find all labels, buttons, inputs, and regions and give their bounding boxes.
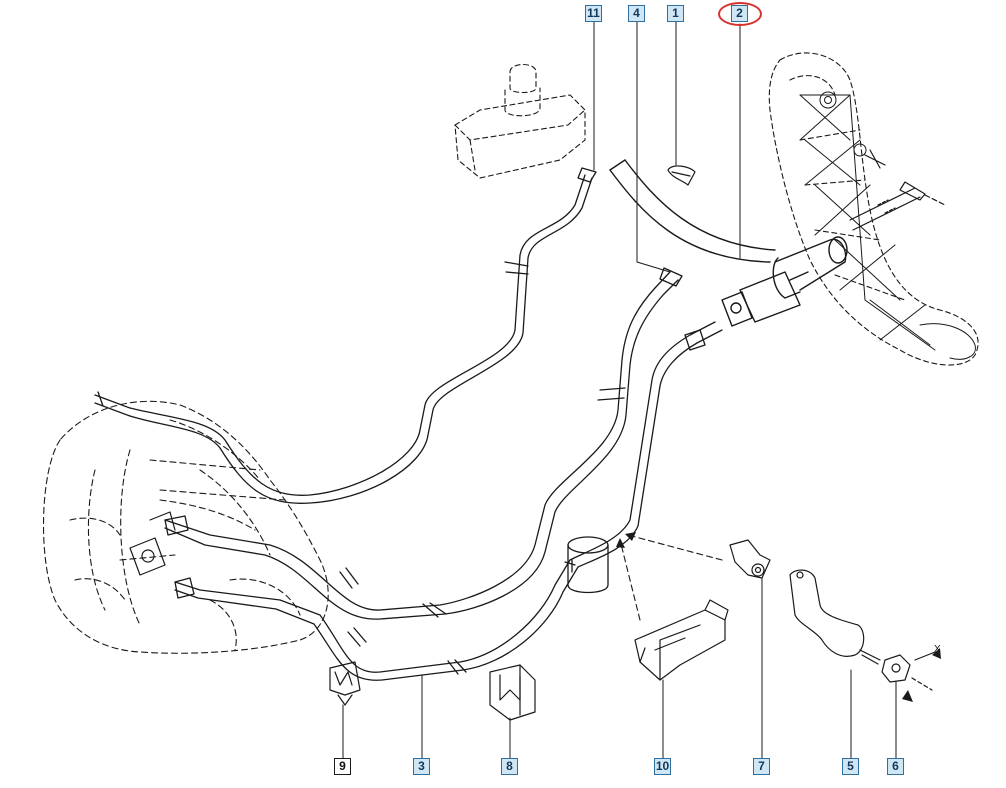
slave-cylinder [129, 511, 176, 576]
nut-part-6 [881, 651, 936, 691]
bracket-part-10 [634, 599, 729, 681]
fluid-reservoir [454, 63, 586, 179]
callout-8[interactable]: 8 [501, 758, 518, 775]
clip-part-8 [489, 664, 536, 721]
callout-10[interactable]: 10 [654, 758, 671, 775]
pedal-pushrod [849, 149, 946, 231]
axis-x-label: X [934, 644, 941, 655]
supply-hose [609, 159, 776, 263]
gearbox-housing [42, 400, 329, 654]
pipe-part-3 [174, 321, 723, 681]
callout-9[interactable]: 9 [334, 758, 351, 775]
leader-lines [342, 21, 897, 761]
callout-7[interactable]: 7 [753, 758, 770, 775]
clip-part-1 [667, 165, 696, 186]
callout-11[interactable]: 11 [585, 5, 602, 22]
pedal-assembly [768, 52, 979, 366]
direction-arrows [902, 648, 941, 702]
assembly-arrows [619, 534, 723, 621]
damper [564, 536, 609, 594]
callout-4[interactable]: 4 [628, 5, 645, 22]
pipe-part-11 [94, 167, 597, 504]
pipe-part-4 [164, 267, 683, 620]
master-cylinder [721, 236, 848, 327]
highlight-ring [718, 2, 762, 26]
clip-part-9 [329, 661, 361, 706]
bracket-part-5 [789, 569, 881, 665]
callout-3[interactable]: 3 [413, 758, 430, 775]
callout-6[interactable]: 6 [887, 758, 904, 775]
clip-part-7 [729, 539, 771, 579]
pedal-lattice [799, 91, 976, 360]
callout-2[interactable]: 2 [731, 5, 748, 22]
callout-1[interactable]: 1 [667, 5, 684, 22]
callout-5[interactable]: 5 [842, 758, 859, 775]
